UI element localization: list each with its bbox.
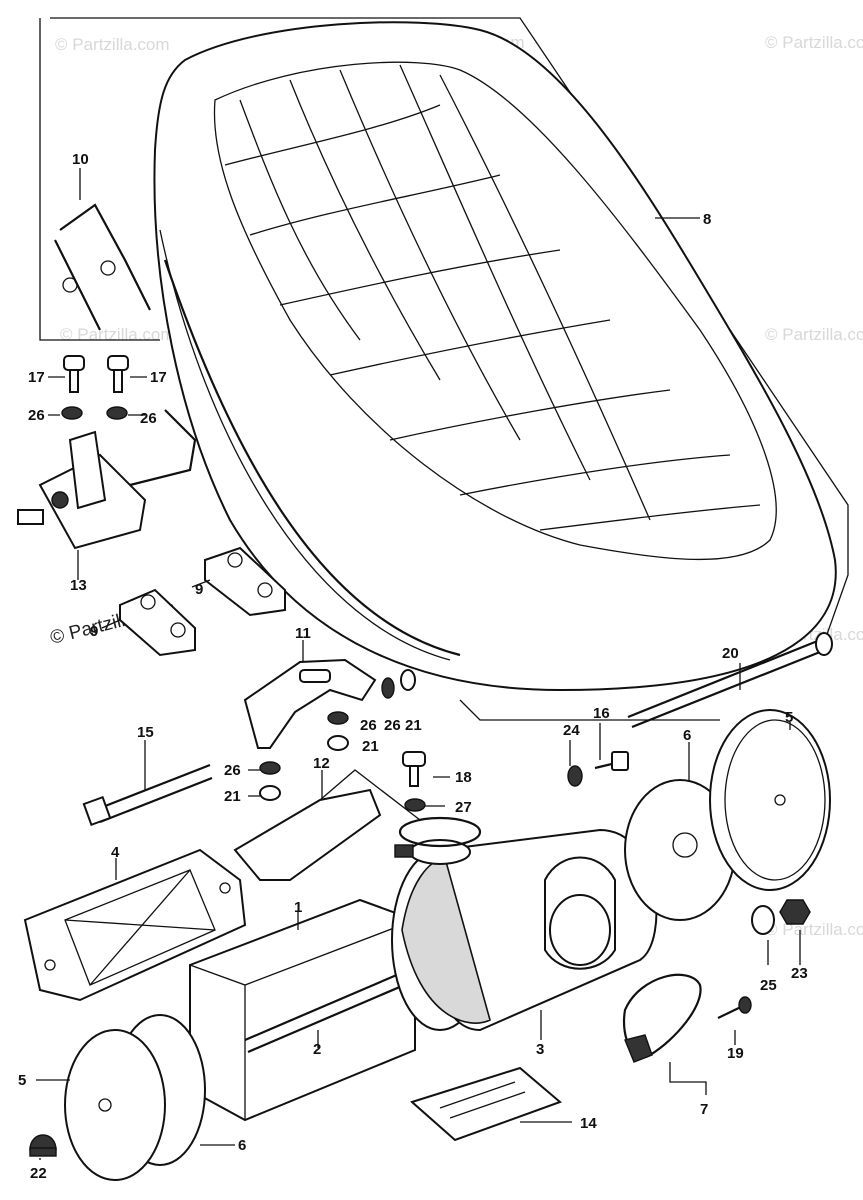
label-14 bbox=[410, 1066, 562, 1142]
callout-26-c: 26 bbox=[360, 717, 377, 734]
hose-clamp bbox=[394, 816, 482, 858]
cover-5-right bbox=[709, 709, 831, 891]
callout-17-right: 17 bbox=[150, 369, 167, 386]
callout-3: 3 bbox=[536, 1041, 544, 1058]
callout-9-lower: 9 bbox=[90, 623, 98, 640]
callout-14: 14 bbox=[580, 1115, 597, 1132]
callout-10: 10 bbox=[72, 151, 89, 168]
callout-8: 8 bbox=[703, 211, 711, 228]
callout-26-a: 26 bbox=[28, 407, 45, 424]
seat-lock-13 bbox=[17, 409, 197, 550]
callout-12: 12 bbox=[313, 755, 330, 772]
bolts-and-washers-top bbox=[61, 355, 129, 420]
seat-assembly bbox=[153, 21, 837, 692]
callout-15: 15 bbox=[137, 724, 154, 741]
bolt-15 bbox=[82, 763, 213, 827]
watermark: © Partzilla.com bbox=[765, 920, 863, 939]
callout-26-b: 26 bbox=[140, 410, 157, 427]
part-callouts: 1 2 3 4 5 5 6 6 7 8 9 9 10 11 12 13 14 1… bbox=[18, 151, 808, 1182]
callout-17-left: 17 bbox=[28, 369, 45, 386]
air-element-3 bbox=[391, 828, 658, 1032]
callout-2: 2 bbox=[313, 1041, 321, 1058]
case-bracket-4 bbox=[23, 848, 247, 1002]
callout-5-left: 5 bbox=[18, 1072, 26, 1089]
callout-25: 25 bbox=[760, 977, 777, 994]
band-7-screw-19 bbox=[622, 973, 752, 1063]
watermark: © Partzilla.com bbox=[765, 325, 863, 344]
callout-21-b: 21 bbox=[362, 738, 379, 755]
callout-1: 1 bbox=[294, 899, 302, 916]
leader-lines bbox=[36, 168, 801, 1160]
callout-26-d: 26 bbox=[384, 717, 401, 734]
callout-11: 11 bbox=[295, 625, 311, 642]
bracket-11 bbox=[243, 658, 377, 749]
callout-26-e: 26 bbox=[224, 762, 241, 779]
long-bolt-20 bbox=[627, 632, 833, 729]
callout-6-left: 6 bbox=[238, 1137, 246, 1154]
cap-nut-22 bbox=[29, 1134, 57, 1157]
bracket-12 bbox=[233, 769, 421, 881]
callout-13: 13 bbox=[70, 577, 87, 594]
callout-19: 19 bbox=[727, 1045, 744, 1062]
callout-24: 24 bbox=[563, 722, 580, 739]
callout-22: 22 bbox=[30, 1165, 47, 1182]
callout-23: 23 bbox=[791, 965, 808, 982]
callout-4: 4 bbox=[111, 844, 120, 861]
callout-5-right: 5 bbox=[785, 709, 793, 726]
air-cleaner-case-1 bbox=[189, 898, 416, 1122]
callout-27: 27 bbox=[455, 799, 472, 816]
callout-16: 16 bbox=[593, 705, 610, 722]
callout-20: 20 bbox=[722, 645, 739, 662]
rubber-blocks-9 bbox=[119, 546, 286, 657]
callout-18: 18 bbox=[455, 769, 472, 786]
bracket-hardware bbox=[259, 669, 416, 801]
hardware-right bbox=[567, 751, 811, 935]
callout-9-upper: 9 bbox=[195, 581, 203, 598]
bolt-18-washer-27 bbox=[402, 751, 426, 812]
callout-21-c: 21 bbox=[224, 788, 241, 805]
callout-6-right: 6 bbox=[683, 727, 691, 744]
callout-21-a: 21 bbox=[405, 717, 422, 734]
callout-7: 7 bbox=[700, 1101, 708, 1118]
watermark: © Partzilla.com bbox=[55, 35, 170, 54]
seat-spring-10 bbox=[54, 203, 151, 331]
watermark: © Partzilla.com bbox=[60, 325, 175, 344]
watermark: © Partzilla.com bbox=[765, 33, 863, 52]
assembly-outline bbox=[39, 17, 849, 721]
cover-5-left bbox=[64, 1014, 206, 1181]
tube-2 bbox=[244, 963, 424, 1054]
